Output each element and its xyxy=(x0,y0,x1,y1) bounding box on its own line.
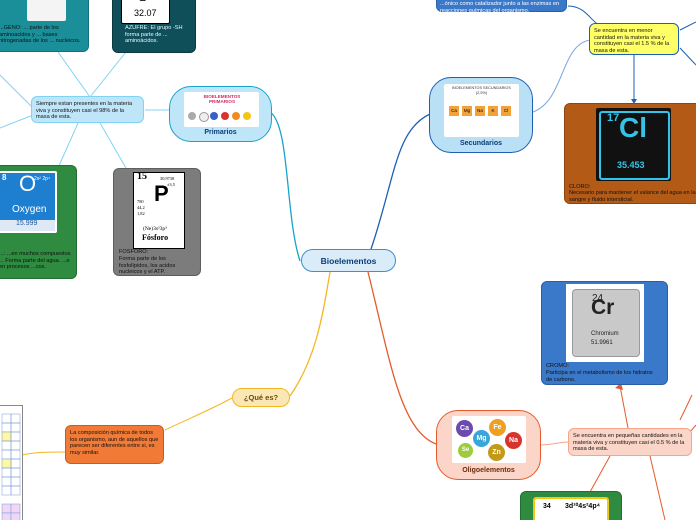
selenium-config: 3d¹⁰4s²4p⁴ xyxy=(565,503,601,510)
primarios-image: BIOELEMENTOS PRIMARIOS xyxy=(184,92,259,127)
nitrogen-text: ...GENO: ... parte de los aminoacidos y … xyxy=(0,25,81,45)
what-is-definition-card[interactable]: La composición química de todos los orga… xyxy=(65,425,164,464)
chlorine-mass: 35.453 xyxy=(617,160,645,170)
primarios-topic[interactable]: BIOELEMENTOS PRIMARIOS Primarios xyxy=(169,86,272,142)
chromium-element-tile: 24 Cr Chromium 51.9961 xyxy=(566,284,644,362)
secundarios-description: Se encuentra en menor cantidad en la mat… xyxy=(594,28,670,54)
chromium-number: 24 xyxy=(592,293,604,304)
chromium-text: Participa en el metabolismo de los hidra… xyxy=(546,370,653,383)
secundarios-top-text: ...ónico como catalizador junto a las en… xyxy=(440,1,560,14)
primarios-description: Siempre estan presentes en la materia vi… xyxy=(36,101,133,121)
primarios-label: Primarios xyxy=(204,129,237,136)
oligoelementos-description: Se encuentra en pequeñas cantidades en l… xyxy=(573,433,685,453)
periodic-table-grid xyxy=(1,413,21,520)
primarios-description-card[interactable]: Siempre estan presentes en la materia vi… xyxy=(31,96,144,123)
sulfur-text: AZUFRE: El grupo -SH forma parte de ... … xyxy=(125,25,183,45)
secundarios-label: Secundarios xyxy=(459,140,502,147)
phosphorus-symbol: P xyxy=(154,181,169,206)
secundarios-topic[interactable]: BIOELEMENTOS SECUNDARIOS (2,5%) Ca Mg Na… xyxy=(429,77,533,153)
oligo-ball-0: Ca xyxy=(456,420,473,437)
oligoelementos-label: Oligoelementos xyxy=(462,467,515,474)
oligoelementos-image: Ca Fe Mg Na Se Zn xyxy=(452,416,526,463)
chlorine-card[interactable]: 17 Cl 35.453 CLORO: Necesario para mante… xyxy=(564,103,696,204)
oligo-ball-2: Mg xyxy=(473,430,490,447)
chlorine-text: Necesario para mantener el valance del a… xyxy=(569,190,696,203)
sec-chip-4: Cl xyxy=(501,106,511,116)
oxygen-name: Oxygen xyxy=(12,204,47,215)
oligo-ball-3: Na xyxy=(505,432,522,449)
chlorine-symbol: Cl xyxy=(619,112,647,143)
oligo-ball-4: Se xyxy=(458,443,473,458)
chlorine-title: CLORO: xyxy=(569,184,591,190)
phosphorus-text: Forma parte de los fosfolípidos, los aci… xyxy=(119,256,176,276)
phosphorus-mass-top: 30,9738 xyxy=(160,176,175,181)
phosphorus-valence: ±3,5 xyxy=(167,182,175,187)
secundarios-image: BIOELEMENTOS SECUNDARIOS (2,5%) Ca Mg Na… xyxy=(444,84,519,137)
secundarios-image-title: BIOELEMENTOS SECUNDARIOS xyxy=(452,86,511,90)
secundarios-description-card[interactable]: Se encuentra en menor cantidad en la mat… xyxy=(589,23,679,55)
center-topic[interactable]: Bioelementos xyxy=(301,249,396,272)
primarios-atoms-icon xyxy=(188,111,256,123)
phosphorus-left-1: 44,2 xyxy=(137,205,145,210)
phosphorus-element-tile: 15 30,9738 ±3,5 780 44,2 1,82 P (Ne)3s²3… xyxy=(133,172,185,249)
oligoelementos-topic[interactable]: Ca Fe Mg Na Se Zn Oligoelementos xyxy=(436,410,541,480)
oligo-ball-5: Zn xyxy=(488,444,505,461)
phosphorus-number: 15 xyxy=(137,171,147,182)
sec-chip-2: Na xyxy=(475,106,485,116)
nitrogen-card[interactable]: ...GENO: ... parte de los aminoacidos y … xyxy=(0,0,89,52)
selenium-element-tile: 34 3d¹⁰4s²4p⁴ xyxy=(533,497,609,520)
oxygen-card[interactable]: 8 2s² 2p⁴ O Oxygen 15.999 ...: ...en muc… xyxy=(0,165,77,279)
what-is-definition: La composición química de todos los orga… xyxy=(70,430,159,456)
nitrogen-image xyxy=(27,0,66,21)
sec-chip-1: Mg xyxy=(462,106,472,116)
oxygen-element-tile: 8 2s² 2p⁴ O Oxygen 15.999 xyxy=(0,171,57,233)
phosphorus-left-2: 1,82 xyxy=(137,211,145,216)
oxygen-config: 2s² 2p⁴ xyxy=(34,176,51,182)
oxygen-text: ...: ...en muchos compuestos ... Forma p… xyxy=(0,251,71,271)
phosphorus-config: (Ne)3s²3p³ xyxy=(143,226,167,232)
sulfur-symbol: S xyxy=(139,0,147,4)
selenium-number: 34 xyxy=(543,503,551,510)
chromium-name: Chromium xyxy=(591,331,619,337)
oxygen-mass: 15.999 xyxy=(16,220,38,227)
primarios-image-title: BIOELEMENTOS PRIMARIOS xyxy=(203,94,241,104)
chlorine-element-tile: 17 Cl 35.453 xyxy=(596,108,671,181)
oligoelementos-description-card[interactable]: Se encuentra en pequeñas cantidades en l… xyxy=(568,428,692,456)
chromium-title: CROMO: xyxy=(546,363,569,369)
selenium-card[interactable]: 34 3d¹⁰4s²4p⁴ xyxy=(520,491,622,520)
secundarios-top-card[interactable]: ...ónico como catalizador junto a las en… xyxy=(436,0,567,14)
sulfur-card[interactable]: S 32.07 AZUFRE: El grupo -SH forma parte… xyxy=(112,0,196,53)
periodic-table-image xyxy=(0,405,23,520)
secundarios-element-chips: Ca Mg Na K Cl xyxy=(449,106,517,116)
phosphorus-left-0: 780 xyxy=(137,199,144,204)
phosphorus-name: Fósforo xyxy=(142,233,169,242)
sulfur-element-tile: S 32.07 xyxy=(121,0,170,24)
chromium-mass: 51.9961 xyxy=(591,340,613,346)
oxygen-symbol: O xyxy=(19,171,37,196)
oxygen-number: 8 xyxy=(2,173,7,182)
center-topic-label: Bioelementos xyxy=(320,255,377,266)
phosphorus-card[interactable]: 15 30,9738 ±3,5 780 44,2 1,82 P (Ne)3s²3… xyxy=(113,168,201,276)
chromium-symbol: Cr xyxy=(591,296,615,319)
sulfur-mass: 32.07 xyxy=(134,8,157,18)
oligo-ball-1: Fe xyxy=(489,419,506,436)
sec-chip-3: K xyxy=(488,106,498,116)
phosphorus-title: FOSFORO: xyxy=(119,249,149,255)
secundarios-image-subtitle: (2,5%) xyxy=(475,91,488,95)
sec-chip-0: Ca xyxy=(449,106,459,116)
chromium-card[interactable]: 24 Cr Chromium 51.9961 CROMO: Participa … xyxy=(541,281,668,385)
what-is-label: ¿Qué es? xyxy=(243,393,279,402)
what-is-topic[interactable]: ¿Qué es? xyxy=(232,388,290,407)
chlorine-number: 17 xyxy=(607,112,620,124)
